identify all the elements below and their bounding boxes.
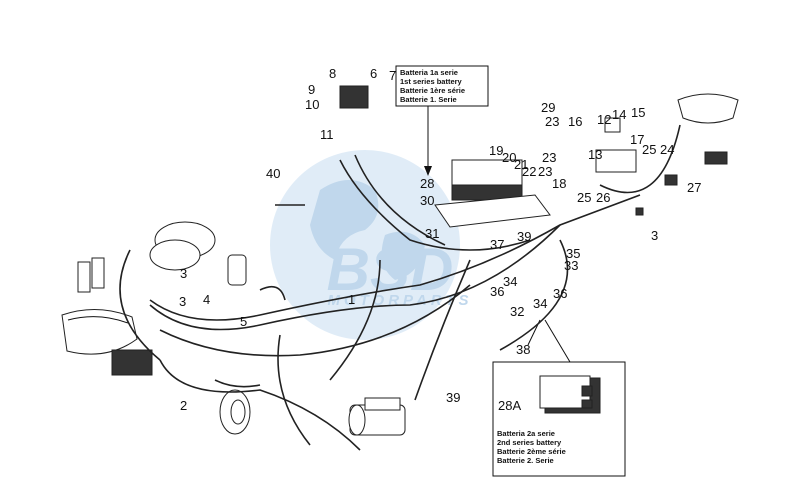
callout-39: 39 — [517, 229, 531, 244]
callout-19: 19 — [489, 143, 503, 158]
callout-9: 9 — [308, 82, 315, 97]
battery-box-2: 28A Batteria 2a serie 2nd series battery… — [492, 319, 626, 477]
relay-block — [595, 149, 637, 173]
callout-36: 36 — [490, 284, 504, 299]
callout-25: 25 — [577, 190, 591, 205]
watermark-globe — [270, 150, 460, 340]
callout-24: 24 — [660, 142, 674, 157]
callout-23: 23 — [542, 150, 556, 165]
callout-31: 31 — [425, 226, 439, 241]
callout-10: 10 — [305, 97, 319, 112]
callout-26: 26 — [596, 190, 610, 205]
callout-8: 8 — [329, 66, 336, 81]
callout-25: 25 — [642, 142, 656, 157]
callout-39: 39 — [446, 390, 460, 405]
callout-6: 6 — [370, 66, 377, 81]
battery-box-2-line-3: Batterie 2ème série — [497, 447, 566, 456]
watermark: BSD MOTORPARTS — [270, 150, 472, 340]
watermark-logo: BSD — [327, 236, 454, 303]
callout-28A: 28A — [498, 398, 521, 413]
battery-box-1-line-1: Batteria 1a serie — [400, 68, 458, 77]
battery-box-1: Batteria 1a serie 1st series battery Bat… — [395, 65, 489, 176]
callout-13: 13 — [588, 147, 602, 162]
callout-18: 18 — [552, 176, 566, 191]
starter-motor — [348, 397, 406, 436]
callout-37: 37 — [490, 237, 504, 252]
callout-21: 21 — [514, 157, 528, 172]
callout-20: 20 — [502, 150, 516, 165]
callout-23: 23 — [538, 164, 552, 179]
callout-29: 29 — [541, 100, 555, 115]
callout-34: 34 — [533, 296, 547, 311]
callout-27: 27 — [687, 180, 701, 195]
battery-box-2-line-2: 2nd series battery — [497, 438, 562, 447]
callout-36: 36 — [553, 286, 567, 301]
callout-38: 38 — [516, 342, 530, 357]
callout-7: 7 — [389, 68, 396, 83]
callout-11: 11 — [320, 127, 334, 142]
callout-5: 5 — [240, 314, 247, 329]
battery-box-1-line-3: Batterie 1ère série — [400, 86, 465, 95]
callout-1: 1 — [348, 292, 355, 307]
callout-12: 12 — [597, 112, 611, 127]
callout-labels: 1 2 3 3 3 4 5 6 7 8 9 10 11 12 13 14 15 … — [179, 66, 701, 413]
callout-30: 30 — [420, 193, 434, 208]
battery-tray — [434, 194, 551, 228]
battery-box-2-line-1: Batteria 2a serie — [497, 429, 555, 438]
battery-box-1-line-2: 1st series battery — [400, 77, 463, 86]
callout-3: 3 — [651, 228, 658, 243]
callout-33: 33 — [564, 258, 578, 273]
callout-17: 17 — [630, 132, 644, 147]
callout-35: 35 — [566, 246, 580, 261]
instrument-unit — [111, 349, 153, 376]
regulator — [339, 85, 369, 109]
callout-3: 3 — [179, 294, 186, 309]
callout-14: 14 — [612, 107, 626, 122]
callout-3: 3 — [180, 266, 187, 281]
watermark-text: MOTORPARTS — [327, 292, 472, 309]
callout-28: 28 — [420, 176, 434, 191]
callout-22: 22 — [522, 164, 536, 179]
battery-box-1-line-4: Batterie 1. Serie — [400, 95, 457, 104]
callout-2: 2 — [180, 398, 187, 413]
callout-16: 16 — [568, 114, 582, 129]
callout-32: 32 — [510, 304, 524, 319]
callout-40: 40 — [266, 166, 280, 181]
harness-drawing — [61, 85, 739, 451]
watermark-continents — [310, 180, 425, 280]
callout-34: 34 — [503, 274, 517, 289]
rear-light — [677, 93, 739, 124]
main-harness — [149, 194, 641, 321]
battery-box-2-line-4: Batterie 2. Serie — [497, 456, 554, 465]
callout-4: 4 — [203, 292, 210, 307]
callout-15: 15 — [631, 105, 645, 120]
callout-23: 23 — [545, 114, 559, 129]
headlight — [61, 308, 138, 355]
